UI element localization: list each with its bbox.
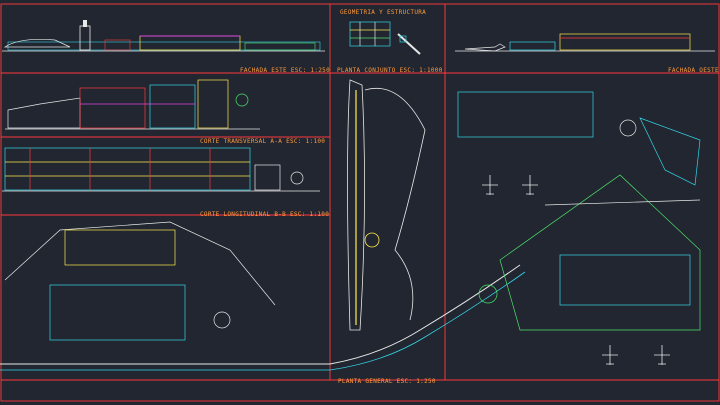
fachada-oeste-elevation: [455, 33, 715, 52]
label-geometria: GEOMETRIA Y ESTRUCTURA: [340, 9, 427, 16]
aircraft-group: [482, 175, 670, 365]
label-corte-longitudinal: CORTE LONGITUDINAL B-B ESC: 1:100: [200, 211, 330, 218]
label-planta-conjunto: PLANTA CONJUNTO ESC: 1:1000: [337, 67, 443, 74]
corte-transversal-section: [5, 79, 260, 130]
geometria-diagram: [349, 21, 421, 55]
label-fachada-oeste: FACHADA OESTE: [668, 67, 719, 74]
label-fachada-este: FACHADA ESTE ESC: 1:250: [240, 67, 330, 74]
planta-general-left: [0, 221, 526, 371]
planta-general-right: [457, 91, 701, 331]
label-planta-general: PLANTA GENERAL ESC: 1:250: [338, 378, 436, 385]
label-corte-transversal: CORTE TRANSVERSAL A-A ESC: 1:100: [200, 138, 326, 145]
sheet-frame: [0, 3, 720, 402]
planta-conjunto-site: [347, 79, 426, 331]
fachada-este-elevation: [2, 20, 325, 52]
corte-longitudinal-section: [2, 147, 320, 192]
